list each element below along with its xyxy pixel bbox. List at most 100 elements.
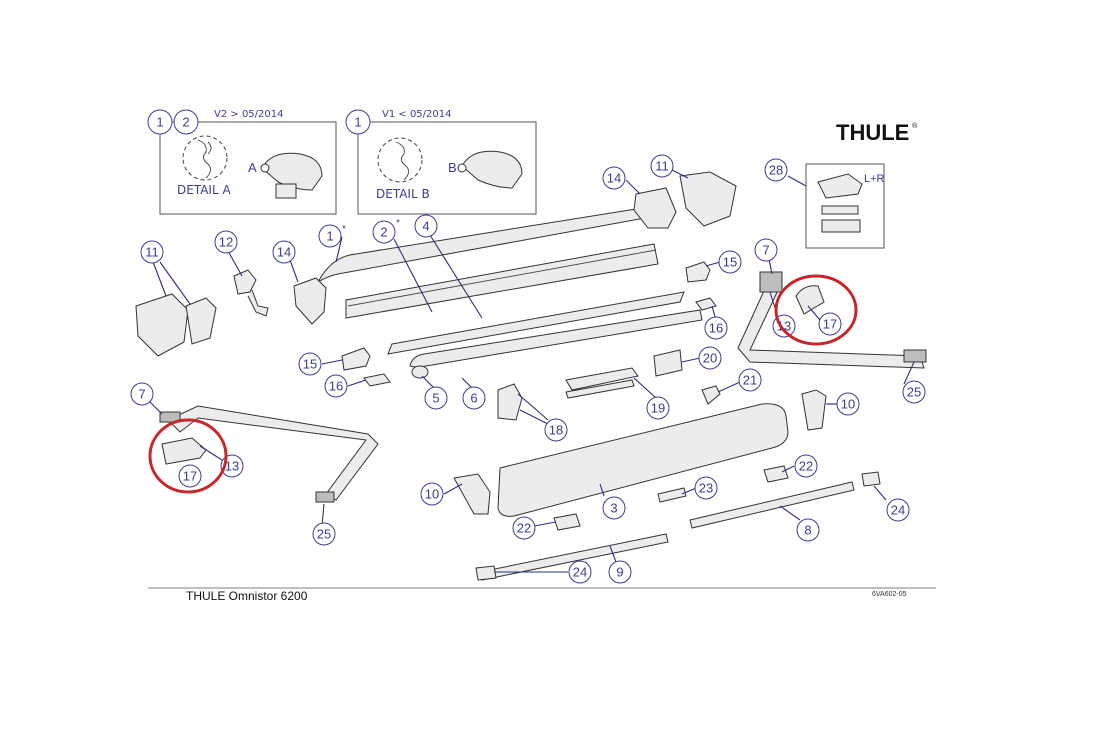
callout-15b: 15 bbox=[718, 250, 742, 274]
kit-28-side-label: L+R bbox=[864, 173, 885, 185]
clip-22-upper bbox=[763, 465, 789, 483]
svg-text:*: * bbox=[342, 224, 346, 235]
callout-16b: 16 bbox=[704, 316, 728, 340]
svg-text:12: 12 bbox=[219, 235, 233, 250]
detail-b-version: V1 < 05/2014 bbox=[382, 109, 451, 120]
leader-13a bbox=[199, 445, 223, 461]
leader-3 bbox=[599, 483, 605, 497]
callout-25a: 25 bbox=[312, 522, 336, 546]
highlight-ring-left-17 bbox=[148, 418, 228, 494]
detail-a-label: DETAIL A bbox=[177, 183, 231, 197]
svg-text:13: 13 bbox=[225, 459, 239, 474]
cassette-housing-part bbox=[497, 403, 789, 517]
callout-23: 23 bbox=[694, 476, 718, 500]
svg-text:24: 24 bbox=[573, 565, 587, 580]
lamp-20 bbox=[653, 349, 683, 377]
callout-10b: 10 bbox=[420, 482, 444, 506]
profile-2-groove bbox=[347, 249, 657, 307]
callout-18: 18 bbox=[544, 418, 568, 442]
svg-text:22: 22 bbox=[517, 521, 531, 536]
callout-25b: 25 bbox=[902, 380, 926, 404]
svg-text:10: 10 bbox=[841, 397, 855, 412]
leader-15a bbox=[321, 359, 343, 365]
detail-b-ref-letter: B bbox=[448, 160, 457, 175]
callout-2: 2* bbox=[372, 218, 400, 244]
callout-11b: 11 bbox=[650, 154, 674, 178]
svg-text:19: 19 bbox=[651, 401, 665, 416]
leader-15b bbox=[705, 261, 721, 267]
callout-17b: 17 bbox=[818, 312, 842, 336]
detail-a-magnifier bbox=[182, 135, 228, 181]
clip-22-lower bbox=[553, 513, 581, 531]
detail-b-magnifier bbox=[377, 137, 423, 183]
svg-text:21: 21 bbox=[743, 373, 757, 388]
leader-2 bbox=[393, 238, 433, 313]
svg-text:16: 16 bbox=[709, 321, 723, 336]
leader-4 bbox=[429, 234, 483, 319]
strip-4-part bbox=[387, 291, 685, 355]
svg-text:7: 7 bbox=[138, 387, 145, 402]
leader-1 bbox=[335, 236, 343, 263]
leader-21 bbox=[717, 381, 741, 393]
leader-9a bbox=[779, 505, 801, 521]
right-arm-foot bbox=[903, 349, 927, 363]
svg-text:13: 13 bbox=[777, 319, 791, 334]
right-arm-head bbox=[759, 271, 783, 293]
detail-a-callout-2-label: 2 bbox=[182, 115, 189, 130]
right-head-14 bbox=[633, 187, 677, 229]
leader-14b bbox=[625, 179, 641, 195]
leader-17b bbox=[807, 305, 821, 321]
svg-text:8: 8 bbox=[804, 523, 811, 538]
leader-19 bbox=[633, 377, 657, 399]
leader-9b bbox=[609, 545, 617, 563]
callout-24b: 24 bbox=[886, 498, 910, 522]
leader-11b bbox=[159, 261, 191, 305]
svg-text:7: 7 bbox=[762, 243, 769, 258]
callout-13a: 13 bbox=[220, 454, 244, 478]
kit-28-shim-1 bbox=[821, 205, 859, 215]
callout-12: 12 bbox=[214, 230, 238, 254]
detail-a-panel: 1 2 V2 > 05/2014 DETAIL A A bbox=[147, 109, 337, 215]
svg-text:2: 2 bbox=[380, 225, 387, 240]
detail-a-callout-1-label: 1 bbox=[156, 115, 163, 130]
svg-text:9: 9 bbox=[616, 565, 623, 580]
leader-22a bbox=[533, 521, 557, 527]
left-head-14 bbox=[293, 277, 327, 325]
detail-b-callout-1 bbox=[345, 109, 371, 135]
callout-21: 21 bbox=[738, 368, 762, 392]
leader-24b bbox=[873, 485, 887, 501]
svg-text:15: 15 bbox=[303, 357, 317, 372]
callout-15a: 15 bbox=[298, 352, 322, 376]
left-arm-joint-7 bbox=[159, 411, 181, 423]
right-end-cap-10 bbox=[801, 389, 827, 431]
drawing-title: THULE Omnistor 6200 bbox=[186, 589, 308, 603]
callout-28: 28 bbox=[764, 158, 788, 182]
svg-text:25: 25 bbox=[907, 385, 921, 400]
parts-drawing bbox=[135, 171, 927, 581]
rail-9-upper bbox=[689, 481, 855, 529]
svg-text:17: 17 bbox=[823, 317, 837, 332]
thule-logo: THULE ® bbox=[836, 120, 918, 145]
svg-text:*: * bbox=[396, 218, 400, 229]
callout-20: 20 bbox=[698, 346, 722, 370]
leader-23 bbox=[681, 487, 697, 495]
callout-8: 7 bbox=[754, 238, 778, 262]
svg-text:4: 4 bbox=[422, 219, 429, 234]
svg-text:20: 20 bbox=[703, 351, 717, 366]
detail-b-end-cap bbox=[461, 150, 523, 189]
leader-22b bbox=[781, 465, 795, 473]
detail-a-callout-2 bbox=[173, 109, 199, 135]
callouts: 11 12 14 1* 2* 4 14 11 28 7 15 16 13 17 … bbox=[130, 154, 926, 584]
leader-20 bbox=[681, 357, 701, 363]
leader-11a bbox=[152, 261, 167, 297]
svg-text:16: 16 bbox=[329, 379, 343, 394]
highlight-ring-right-17 bbox=[774, 274, 858, 346]
leader-11c bbox=[671, 169, 689, 179]
kit-28-shim-2 bbox=[821, 219, 861, 233]
kit-28-panel: L+R bbox=[805, 163, 885, 249]
detail-a-ref-letter: A bbox=[248, 160, 257, 175]
detail-a-frame bbox=[159, 121, 337, 215]
crank-12 bbox=[233, 269, 269, 317]
left-end-plug-17 bbox=[161, 437, 207, 465]
